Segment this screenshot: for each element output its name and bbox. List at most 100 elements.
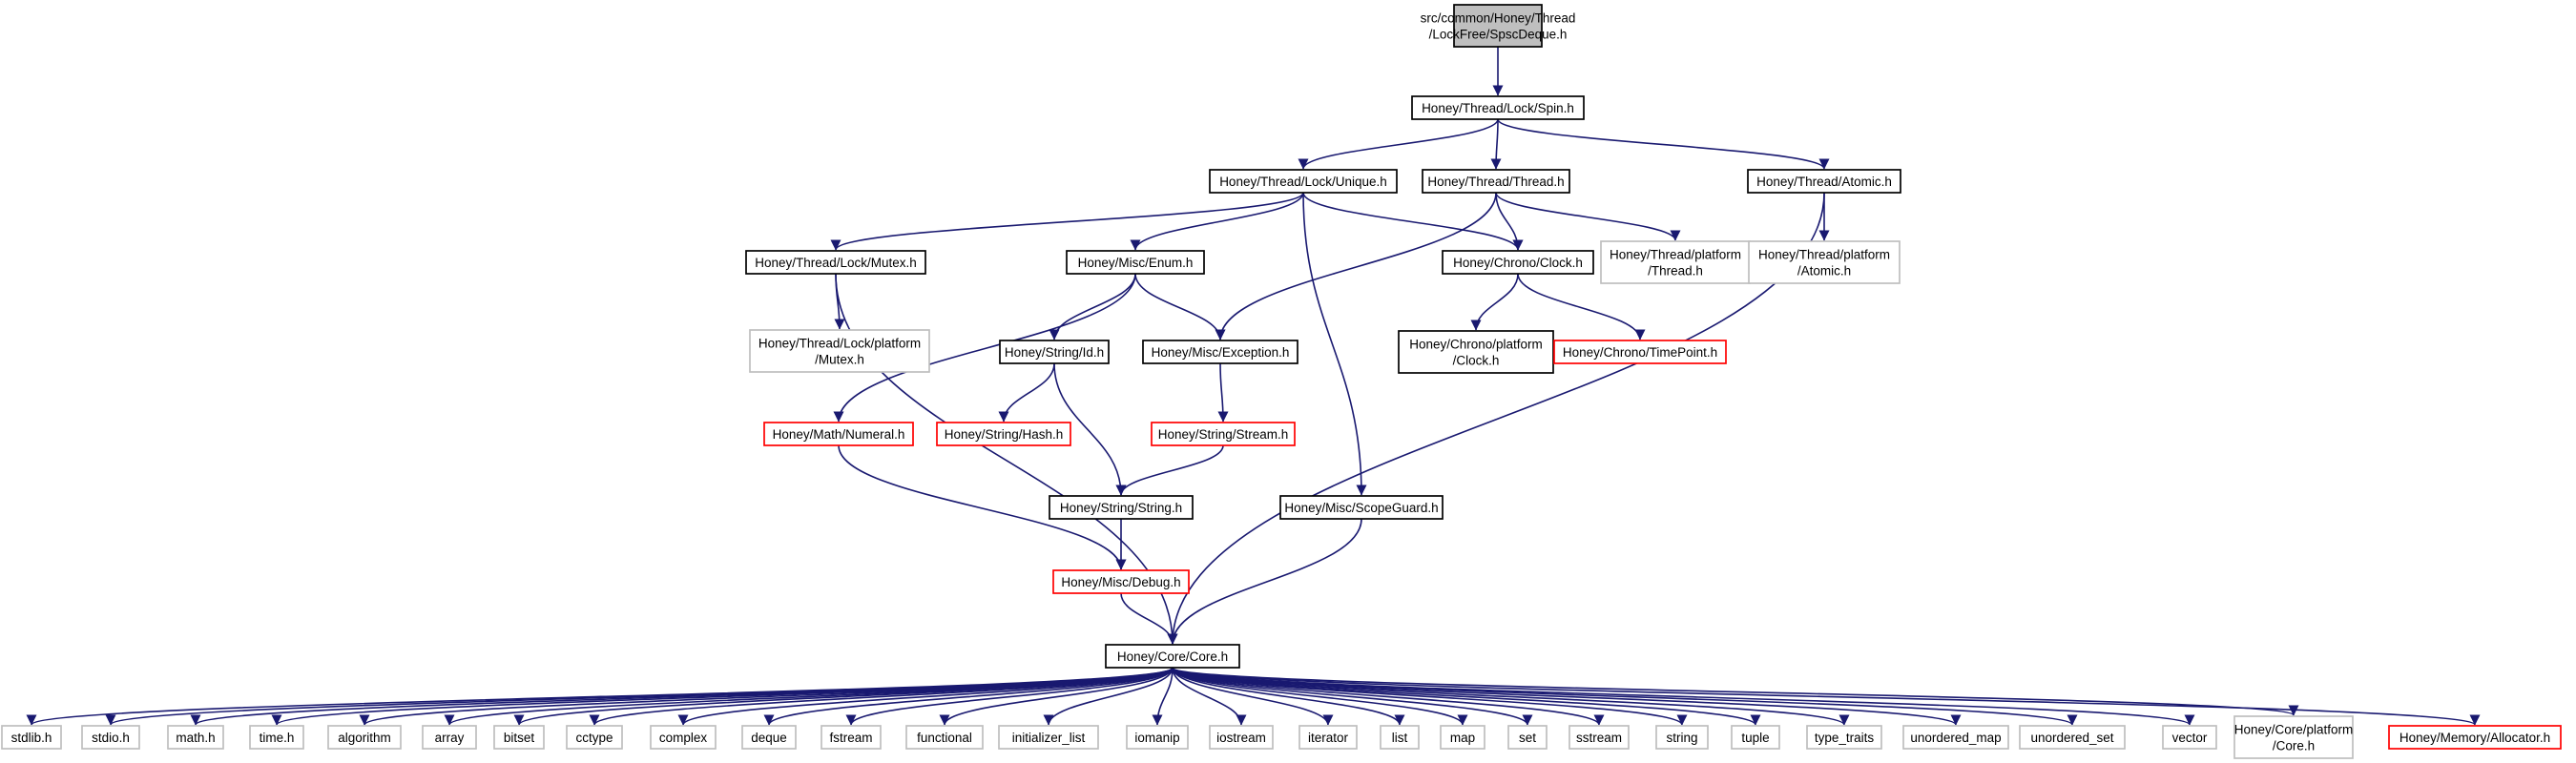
node-vector[interactable]: vector: [2162, 725, 2217, 750]
node-pclock[interactable]: Honey/Chrono/platform/Clock.h: [1398, 330, 1554, 374]
node-label: iterator: [1308, 731, 1349, 745]
edge-core-to-deque: [763, 667, 1174, 726]
node-label: Honey/Math/Numeral.h: [773, 427, 905, 442]
node-label: Honey/Misc/Debug.h: [1061, 575, 1180, 589]
node-label: algorithm: [338, 731, 391, 745]
node-functional[interactable]: functional: [905, 725, 984, 750]
node-deque[interactable]: deque: [741, 725, 797, 750]
node-box: [998, 725, 1099, 750]
node-label: /Atomic.h: [1797, 264, 1851, 278]
node-numeral[interactable]: Honey/Math/Numeral.h: [763, 422, 914, 446]
node-root[interactable]: src/common/Honey/Thread/LockFree/SpscDeq…: [1421, 4, 1576, 48]
node-label: Honey/Thread/Thread.h: [1427, 175, 1564, 189]
node-bitset[interactable]: bitset: [493, 725, 545, 750]
edge-core-to-functional: [939, 667, 1174, 726]
node-box: [999, 340, 1110, 364]
node-iomanip[interactable]: iomanip: [1126, 725, 1189, 750]
edge-unique-to-enum: [1130, 192, 1304, 251]
edge-core-to-iomanip: [1152, 667, 1174, 726]
node-set[interactable]: set: [1507, 725, 1548, 750]
node-label: /LockFree/SpscDeque.h: [1429, 28, 1568, 42]
node-unique[interactable]: Honey/Thread/Lock/Unique.h: [1209, 169, 1398, 194]
node-patomic[interactable]: Honey/Thread/platform/Atomic.h: [1748, 240, 1901, 284]
node-box: [1422, 169, 1570, 194]
node-list[interactable]: list: [1380, 725, 1420, 750]
node-stdlib[interactable]: stdlib.h: [1, 725, 62, 750]
node-cctype[interactable]: cctype: [566, 725, 623, 750]
edge-core-to-set: [1172, 667, 1533, 726]
node-label: string: [1666, 731, 1697, 745]
node-pmutex[interactable]: Honey/Thread/Lock/platform/Mutex.h: [749, 329, 930, 373]
node-label: tuple: [1741, 731, 1769, 745]
node-stdstring[interactable]: string: [1655, 725, 1709, 750]
node-box: [1655, 725, 1709, 750]
node-enum[interactable]: Honey/Misc/Enum.h: [1066, 250, 1205, 275]
node-debug[interactable]: Honey/Misc/Debug.h: [1052, 569, 1190, 594]
node-unordered_set[interactable]: unordered_set: [2019, 725, 2126, 750]
node-label: Honey/Core/platform: [2234, 723, 2354, 737]
edge-core-to-math: [190, 667, 1174, 726]
node-box: [422, 725, 477, 750]
node-allocator[interactable]: Honey/Memory/Allocator.h: [2388, 725, 2562, 750]
edge-scopeguard-to-core: [1167, 518, 1362, 645]
node-exception[interactable]: Honey/Misc/Exception.h: [1142, 340, 1298, 364]
node-label: /Core.h: [2273, 739, 2315, 753]
edge-core-to-iostream: [1172, 667, 1247, 726]
node-algorithm[interactable]: algorithm: [327, 725, 402, 750]
node-label: Honey/Thread/Atomic.h: [1756, 175, 1892, 189]
node-pcore[interactable]: Honey/Core/platform/Core.h: [2233, 715, 2354, 759]
node-label: Honey/Thread/platform: [1610, 248, 1741, 262]
node-sstream[interactable]: sstream: [1568, 725, 1630, 750]
node-string[interactable]: Honey/String/String.h: [1049, 495, 1194, 520]
node-box: [1747, 169, 1901, 194]
node-array[interactable]: array: [422, 725, 477, 750]
node-box: [1731, 725, 1780, 750]
node-label: Honey/String/Hash.h: [945, 427, 1064, 442]
edge-core-to-vector: [1172, 667, 2195, 726]
node-iterator[interactable]: iterator: [1298, 725, 1358, 750]
edge-core-to-unordered_map: [1172, 667, 1962, 726]
node-label: vector: [2172, 731, 2208, 745]
node-iostream[interactable]: iostream: [1209, 725, 1274, 750]
node-box: [1398, 330, 1554, 374]
node-label: Honey/Core/Core.h: [1117, 650, 1228, 664]
node-hash[interactable]: Honey/String/Hash.h: [936, 422, 1071, 446]
node-type_traits[interactable]: type_traits: [1806, 725, 1882, 750]
node-box: [1142, 340, 1298, 364]
edge-unique-to-scopeguard: [1302, 192, 1367, 496]
node-spin[interactable]: Honey/Thread/Lock/Spin.h: [1411, 95, 1585, 120]
node-stream[interactable]: Honey/String/Stream.h: [1151, 422, 1296, 446]
edge-core-to-stdlib: [26, 667, 1174, 726]
node-stdio[interactable]: stdio.h: [81, 725, 140, 750]
edge-exception-to-stream: [1217, 362, 1229, 423]
node-tuple[interactable]: tuple: [1731, 725, 1780, 750]
node-label: math.h: [176, 731, 215, 745]
node-complex[interactable]: complex: [650, 725, 717, 750]
node-box: [327, 725, 402, 750]
node-thread[interactable]: Honey/Thread/Thread.h: [1422, 169, 1570, 194]
node-core[interactable]: Honey/Core/Core.h: [1105, 644, 1240, 669]
node-clock[interactable]: Honey/Chrono/Clock.h: [1442, 250, 1594, 275]
dependency-nodes: src/common/Honey/Thread/LockFree/SpscDeq…: [1, 4, 2562, 759]
node-label: fstream: [829, 731, 872, 745]
node-label: Honey/Misc/ScopeGuard.h: [1284, 501, 1438, 515]
node-label: Honey/Chrono/platform: [1409, 338, 1543, 352]
node-unordered_map[interactable]: unordered_map: [1902, 725, 2009, 750]
edge-stream-to-string: [1115, 444, 1224, 496]
edge-core-to-initializer_list: [1043, 667, 1174, 726]
node-time[interactable]: time.h: [249, 725, 304, 750]
node-mutex[interactable]: Honey/Thread/Lock/Mutex.h: [745, 250, 926, 275]
node-box: [1507, 725, 1548, 750]
node-id[interactable]: Honey/String/Id.h: [999, 340, 1110, 364]
node-label: complex: [659, 731, 708, 745]
edge-thread-to-clock: [1495, 192, 1524, 251]
node-pthread[interactable]: Honey/Thread/platform/Thread.h: [1600, 240, 1751, 284]
node-map[interactable]: map: [1440, 725, 1485, 750]
node-label: list: [1392, 731, 1408, 745]
node-math[interactable]: math.h: [167, 725, 224, 750]
node-initializer_list[interactable]: initializer_list: [998, 725, 1099, 750]
node-timepoint[interactable]: Honey/Chrono/TimePoint.h: [1553, 340, 1727, 364]
node-scopeguard[interactable]: Honey/Misc/ScopeGuard.h: [1279, 495, 1444, 520]
node-fstream[interactable]: fstream: [821, 725, 882, 750]
node-atomic[interactable]: Honey/Thread/Atomic.h: [1747, 169, 1901, 194]
